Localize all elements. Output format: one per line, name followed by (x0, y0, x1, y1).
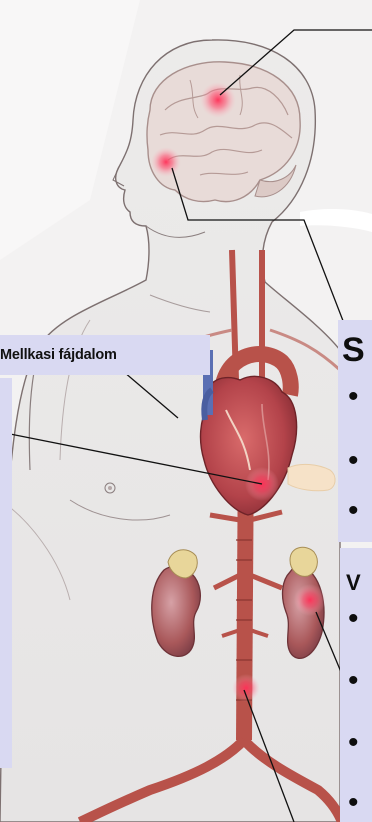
chest-pain-label: Mellkasi fájdalom (0, 335, 210, 375)
bullet: • (348, 728, 359, 758)
brain (147, 62, 300, 202)
bullet: • (348, 604, 359, 634)
right-panel-heading-top: S (342, 330, 365, 370)
bullet: • (348, 788, 359, 818)
right-panel-heading-bottom: V (346, 570, 361, 596)
bullet: • (348, 666, 359, 696)
left-label-panel (0, 378, 12, 768)
bullet: • (348, 446, 359, 476)
bullet: • (348, 382, 359, 412)
bullet: • (348, 496, 359, 526)
